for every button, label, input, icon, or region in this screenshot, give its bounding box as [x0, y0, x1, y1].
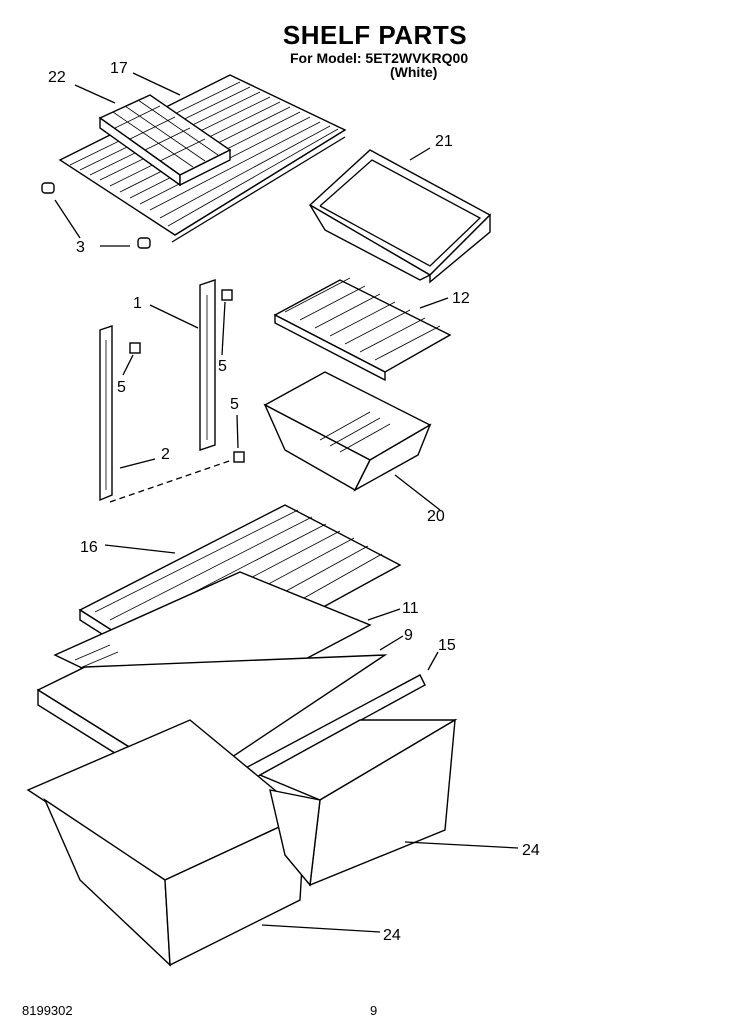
shelf-brackets [99, 279, 233, 503]
callout-17: 17 [110, 60, 128, 77]
callout-16: 16 [80, 539, 98, 556]
callout-11: 11 [402, 600, 419, 617]
crisper-drawer-left [26, 719, 307, 967]
callout-21: 21 [435, 133, 453, 150]
callout-5-left: 5 [117, 379, 126, 396]
callout-20: 20 [427, 508, 445, 525]
meat-drawer [263, 371, 432, 492]
page-number: 9 [370, 1003, 378, 1018]
deli-drawer [308, 149, 492, 284]
document-number: 8199302 [22, 1003, 73, 1018]
model-line: For Model: 5ET2WVKRQ00 [290, 50, 469, 66]
callout-3: 3 [76, 239, 85, 256]
screws [129, 289, 245, 463]
color-line: (White) [390, 64, 438, 80]
callout-5-middle: 5 [218, 358, 227, 375]
callout-numbers: 22 17 21 3 1 12 5 5 5 2 20 16 11 9 15 24… [48, 60, 540, 944]
callout-15: 15 [438, 637, 456, 654]
callout-24-right: 24 [522, 842, 540, 859]
callout-9: 9 [404, 627, 413, 644]
callout-12: 12 [452, 290, 470, 307]
callout-5-lower: 5 [230, 396, 239, 413]
page-title: SHELF PARTS [282, 20, 468, 50]
shelf-support-pegs [41, 182, 151, 249]
callout-24-left: 24 [383, 927, 401, 944]
callout-2: 2 [161, 446, 170, 463]
callout-22: 22 [48, 69, 66, 86]
ice-tray [98, 94, 232, 187]
crisper-drawer-right [258, 718, 458, 887]
pan-cover-shelf [273, 277, 452, 382]
leader-lines [54, 72, 519, 933]
callout-1: 1 [133, 295, 142, 312]
